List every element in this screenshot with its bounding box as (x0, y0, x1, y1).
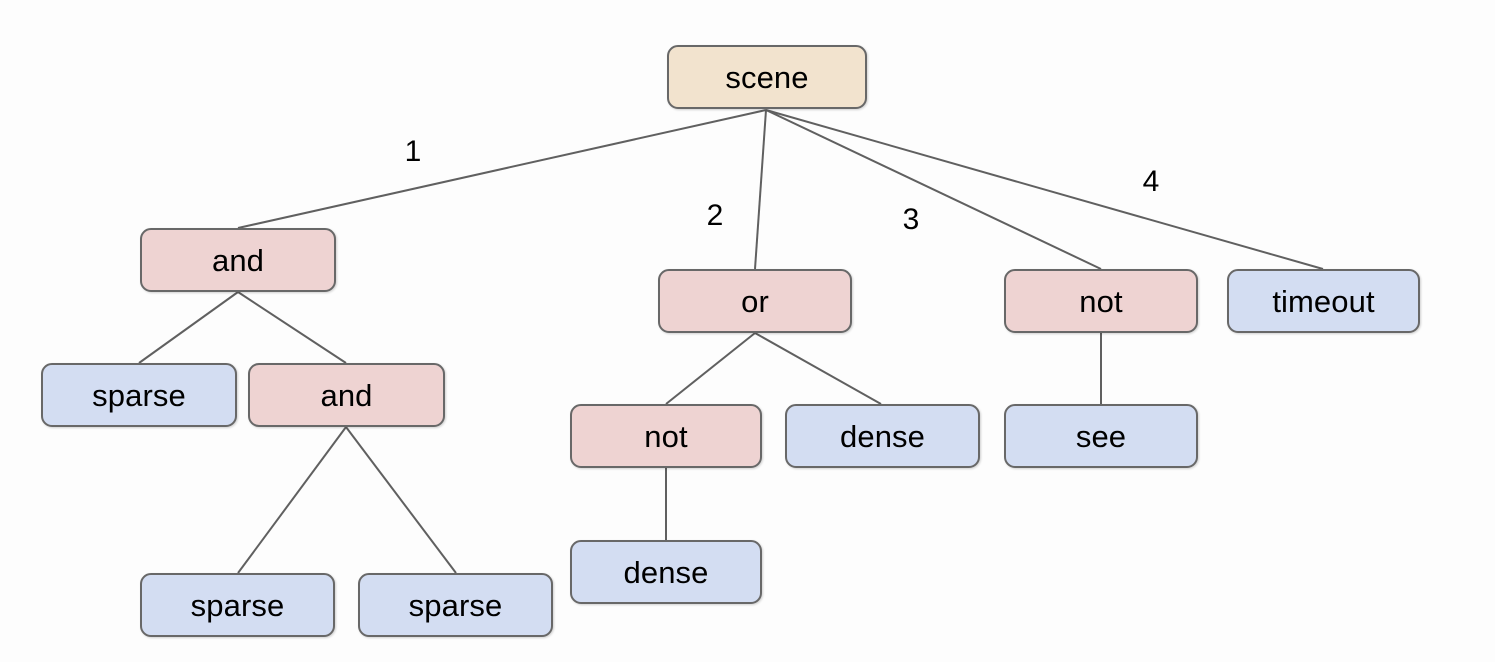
edge-scene-to-timeout1 (765, 109, 1324, 270)
node-sparse3[interactable]: sparse (358, 573, 553, 637)
node-label: dense (840, 418, 925, 454)
node-label: timeout (1272, 283, 1375, 319)
node-label: not (644, 418, 688, 454)
node-not1[interactable]: not (1004, 269, 1198, 333)
node-scene[interactable]: scene (667, 45, 867, 109)
edge-scene-to-or1 (754, 109, 767, 270)
node-dense2[interactable]: dense (570, 540, 762, 604)
node-label: and (320, 377, 373, 413)
edge-and1-to-and2 (237, 291, 347, 364)
node-and2[interactable]: and (248, 363, 445, 427)
node-label: see (1075, 418, 1127, 454)
edge-and2-to-sparse3 (345, 426, 457, 574)
node-see1[interactable]: see (1004, 404, 1198, 468)
node-label: and (211, 242, 265, 278)
edge-and1-to-sparse1 (138, 291, 239, 364)
edge-scene-to-not1 (765, 109, 1102, 270)
edge-scene-to-and1 (237, 109, 767, 229)
edge-label-3: 3 (902, 203, 920, 236)
node-timeout1[interactable]: timeout (1227, 269, 1420, 333)
node-label: scene (725, 59, 809, 95)
node-sparse2[interactable]: sparse (140, 573, 335, 637)
edge-label-1: 1 (404, 135, 422, 168)
node-label: sparse (190, 587, 285, 623)
node-dense1[interactable]: dense (785, 404, 980, 468)
node-label: or (741, 283, 769, 319)
node-or1[interactable]: or (658, 269, 852, 333)
edge-label-2: 2 (706, 199, 724, 232)
node-label: sparse (92, 377, 186, 413)
node-label: not (1079, 283, 1123, 319)
edge-or1-to-not2 (665, 332, 756, 405)
node-label: sparse (408, 587, 503, 623)
node-and1[interactable]: and (140, 228, 336, 292)
node-label: dense (623, 554, 709, 590)
edge-and2-to-sparse2 (237, 426, 347, 574)
node-sparse1[interactable]: sparse (41, 363, 237, 427)
edge-label-4: 4 (1142, 165, 1160, 198)
node-not2[interactable]: not (570, 404, 762, 468)
edge-or1-to-dense1 (754, 332, 882, 405)
